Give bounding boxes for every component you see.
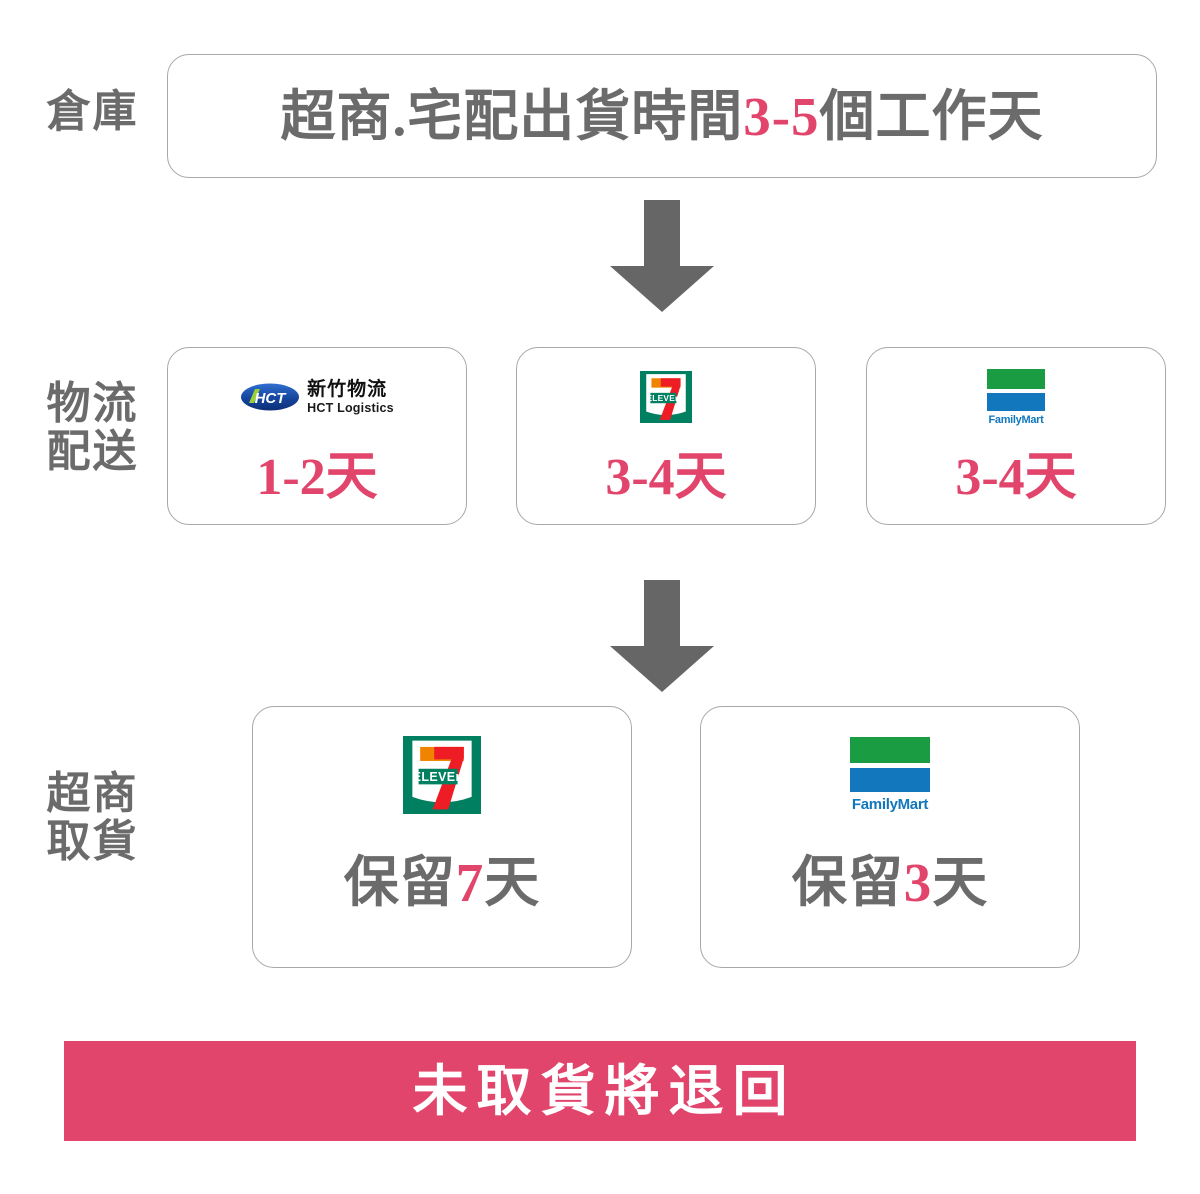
svg-text:ELEVEn: ELEVEn (413, 770, 464, 784)
familymart-hold-prefix: 保留 (791, 852, 904, 913)
warehouse-banner-prefix: 超商.宅配出貨時間 (280, 85, 744, 147)
seven-eleven-hold-text: 保留7天 (253, 855, 631, 910)
familymart-hold-suffix: 天 (932, 852, 989, 913)
logistics-card-familymart[interactable]: FamilyMart 3-4天 (866, 347, 1166, 525)
familymart-wordmark: FamilyMart (851, 796, 929, 813)
row-label-warehouse: 倉庫 (46, 87, 139, 136)
warehouse-shipping-banner: 超商.宅配出貨時間3-5個工作天 (167, 54, 1157, 178)
row-label-logistics: 物流 配送 (46, 379, 139, 476)
seven-eleven-hold-prefix: 保留 (343, 852, 456, 913)
warehouse-banner-text: 超商.宅配出貨時間3-5個工作天 (280, 89, 1043, 144)
hct-mark-icon: HCT (241, 383, 300, 411)
hct-logistics-logo: HCT 新竹物流 HCT Logistics (240, 380, 394, 415)
familymart-blue-bar (850, 768, 930, 792)
familymart-green-bar (850, 737, 930, 763)
return-notice-text: 未取貨將退回 (412, 1060, 797, 1122)
down-arrow-icon (610, 580, 714, 692)
pickup-card-familymart[interactable]: FamilyMart 保留3天 (700, 706, 1080, 968)
seven-eleven-delivery-days: 3-4天 (605, 449, 727, 506)
row-label-pickup: 超商 取貨 (46, 769, 139, 866)
familymart-delivery-days: 3-4天 (955, 449, 1077, 506)
hct-logo-name-en: HCT Logistics (307, 400, 394, 415)
seven-eleven-logo-wrap: ELEVEn (517, 370, 815, 424)
familymart-green-bar (987, 368, 1045, 389)
svg-text:HCT: HCT (255, 390, 288, 407)
familymart-logo-wrap: FamilyMart (867, 368, 1165, 426)
logistics-card-seven-eleven[interactable]: ELEVEn 3-4天 (516, 347, 816, 525)
familymart-blue-bar (987, 392, 1045, 411)
familymart-hold-text: 保留3天 (701, 855, 1079, 910)
seven-eleven-logo: ELEVEn (403, 736, 481, 814)
warehouse-banner-suffix: 個工作天 (819, 85, 1044, 147)
svg-text:ELEVEn: ELEVEn (646, 393, 680, 403)
familymart-hold-days: 3 (903, 852, 933, 913)
familymart-wordmark: FamilyMart (988, 413, 1044, 426)
logistics-card-hct[interactable]: HCT 新竹物流 HCT Logistics 1-2天 (167, 347, 467, 525)
seven-eleven-logo-wrap: ELEVEn (253, 732, 631, 818)
familymart-logo-wrap: FamilyMart (701, 732, 1079, 818)
hct-logo-name-cn: 新竹物流 (307, 378, 388, 400)
seven-eleven-hold-suffix: 天 (484, 852, 541, 913)
seven-eleven-hold-days: 7 (455, 852, 485, 913)
familymart-logo: FamilyMart (987, 368, 1045, 426)
warehouse-banner-days: 3-5 (743, 85, 820, 147)
return-notice-banner: 未取貨將退回 (64, 1041, 1136, 1141)
seven-eleven-logo: ELEVEn (640, 371, 692, 423)
down-arrow-icon (610, 200, 714, 312)
hct-logo-text: 新竹物流 HCT Logistics (307, 380, 394, 415)
familymart-logo: FamilyMart (850, 737, 930, 813)
hct-logo-wrap: HCT 新竹物流 HCT Logistics (168, 370, 466, 424)
hct-delivery-days: 1-2天 (256, 449, 378, 506)
pickup-card-seven-eleven[interactable]: ELEVEn 保留7天 (252, 706, 632, 968)
